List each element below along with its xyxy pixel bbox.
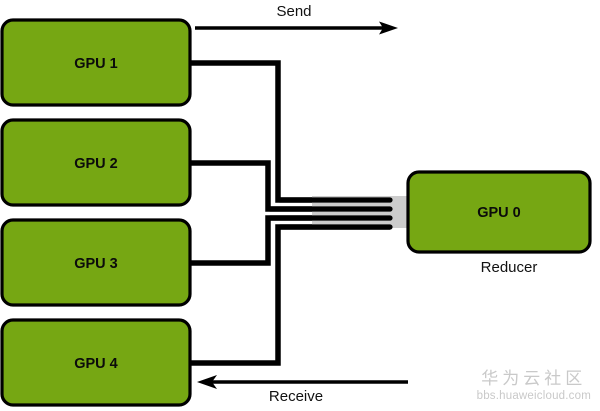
send-flow-arrow	[195, 21, 398, 35]
link-gpu1-to-reducer	[188, 60, 390, 203]
gpu2-box[interactable]	[0, 118, 192, 207]
worker-node-gpu2[interactable]: GPU 2	[0, 118, 192, 207]
reducer-node-gpu0[interactable]: GPU 0	[406, 170, 592, 254]
link-gpu4-to-reducer	[188, 224, 390, 366]
gpu0-box[interactable]	[406, 170, 592, 254]
gpu3-box[interactable]	[0, 218, 192, 307]
receive-arrow-head-icon	[197, 375, 217, 389]
gpu3-label: GPU 3	[74, 256, 118, 272]
send-arrow-head-icon	[379, 21, 398, 35]
bundle-lanes	[267, 197, 393, 230]
worker-node-gpu3[interactable]: GPU 3	[0, 218, 192, 307]
receive-flow-arrow	[197, 375, 408, 389]
worker-node-gpu1[interactable]: GPU 1	[0, 18, 192, 107]
gpu4-label: GPU 4	[74, 356, 118, 372]
gpu2-label: GPU 2	[74, 156, 118, 172]
gpu1-label: GPU 1	[74, 56, 118, 72]
worker-node-gpu4[interactable]: GPU 4	[0, 318, 192, 407]
reducer-caption: Reducer	[481, 259, 538, 276]
gpu1-box[interactable]	[0, 18, 192, 107]
send-label: Send	[276, 3, 311, 20]
gpu0-label: GPU 0	[477, 205, 521, 221]
receive-label: Receive	[269, 388, 323, 405]
gpu4-box[interactable]	[0, 318, 192, 407]
